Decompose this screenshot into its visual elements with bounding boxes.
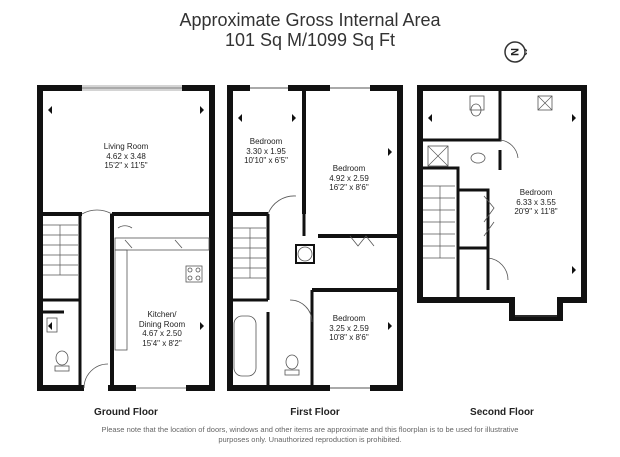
room-name: Bedroom xyxy=(519,188,553,197)
room-imperial: 16'2" x 8'6" xyxy=(329,183,369,192)
room-metric: 6.33 x 3.55 xyxy=(516,197,556,207)
room-name: Bedroom xyxy=(332,314,366,323)
room-name: Bedroom xyxy=(249,137,283,146)
room-imperial: 15'4" x 8'2" xyxy=(142,338,182,348)
room-name: Bedroom xyxy=(332,164,366,173)
room-imperial: 20'9" x 11'8" xyxy=(514,207,558,216)
room-label-bedroom-3: Bedroom 3.25 x 2.59 10'8" x 8'6" xyxy=(329,314,369,343)
room-name-2: Dining Room xyxy=(138,319,186,329)
disclaimer-line-2: purposes only. Unauthorized reproduction… xyxy=(218,435,402,444)
room-metric: 3.30 x 1.95 xyxy=(246,146,286,156)
compass-north-icon: N xyxy=(504,41,527,63)
disclaimer-line-1: Please note that the location of doors, … xyxy=(101,425,519,434)
room-name: Kitchen/ xyxy=(147,310,177,319)
ground-floor-plan xyxy=(37,85,215,391)
room-metric: 4.62 x 3.48 xyxy=(106,151,146,161)
second-floor-plan xyxy=(417,85,587,321)
compass-letter: N xyxy=(508,48,520,56)
room-label-bedroom-1: Bedroom 3.30 x 1.95 10'10" x 6'5" xyxy=(244,137,288,166)
first-floor-plan xyxy=(227,85,403,391)
floor-label-second: Second Floor xyxy=(470,407,534,418)
plan-area: 101 Sq M/1099 Sq Ft xyxy=(224,30,396,50)
room-imperial: 10'10" x 6'5" xyxy=(244,156,288,165)
room-imperial: 10'8" x 8'6" xyxy=(329,333,369,342)
room-label-kitchen: Kitchen/ Dining Room 4.67 x 2.50 15'4" x… xyxy=(139,310,185,348)
room-metric: 4.92 x 2.59 xyxy=(329,173,369,183)
room-label-bedroom-4: Bedroom 6.33 x 3.55 20'9" x 11'8" xyxy=(514,188,557,217)
floor-label-ground: Ground Floor xyxy=(94,407,158,418)
room-label-bedroom-2: Bedroom 4.92 x 2.59 16'2" x 8'6" xyxy=(329,164,369,193)
disclaimer: Please note that the location of doors, … xyxy=(40,425,580,445)
floor-label-first: First Floor xyxy=(290,407,340,418)
room-imperial: 15'2" x 11'5" xyxy=(104,161,148,170)
plan-title: Approximate Gross Internal Area xyxy=(179,10,441,30)
room-label-living-room: Living Room 4.62 x 3.48 15'2" x 11'5" xyxy=(104,142,148,171)
room-metric: 3.25 x 2.59 xyxy=(329,323,369,333)
room-name: Living Room xyxy=(103,142,149,151)
room-metric: 4.67 x 2.50 xyxy=(142,329,182,338)
